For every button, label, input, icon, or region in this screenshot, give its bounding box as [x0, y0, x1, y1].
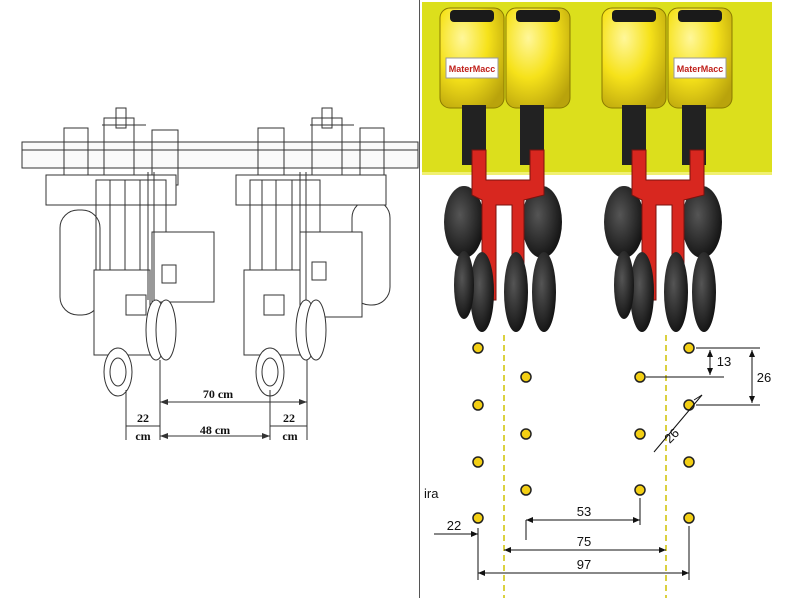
- dim-left-cm: cm: [135, 429, 150, 443]
- dim-97: 97: [577, 557, 591, 572]
- toolbar-beam: [21, 141, 419, 169]
- dim-right-22: 22: [283, 411, 295, 425]
- dim-left-22: 22: [137, 411, 149, 425]
- hopper-brand-label-right: MaterMacc: [677, 64, 724, 74]
- panel-divider: [419, 0, 420, 598]
- right-planter-unit: [604, 149, 722, 332]
- dim-13: 13: [717, 354, 731, 369]
- dim-70cm: 70 cm: [203, 387, 233, 401]
- left-planter-unit: [444, 149, 562, 332]
- dim-right-cm: cm: [282, 429, 297, 443]
- dim-48cm: 48 cm: [200, 423, 230, 437]
- right-row-unit: [235, 172, 391, 397]
- dim-75: 75: [577, 534, 591, 549]
- left-row-unit: [45, 172, 215, 397]
- edge-text-ira: ira: [424, 486, 439, 501]
- planter-photo-and-seed-layout: MaterMacc MaterMacc: [420, 0, 800, 598]
- seed-pattern: [472, 342, 695, 524]
- hopper-brand-label: MaterMacc: [449, 64, 496, 74]
- dim-26-vertical: 26: [757, 370, 771, 385]
- dim-53: 53: [577, 504, 591, 519]
- dim-22: 22: [447, 518, 461, 533]
- planter-line-drawing: 70 cm 48 cm 22 cm 22 cm: [21, 107, 419, 443]
